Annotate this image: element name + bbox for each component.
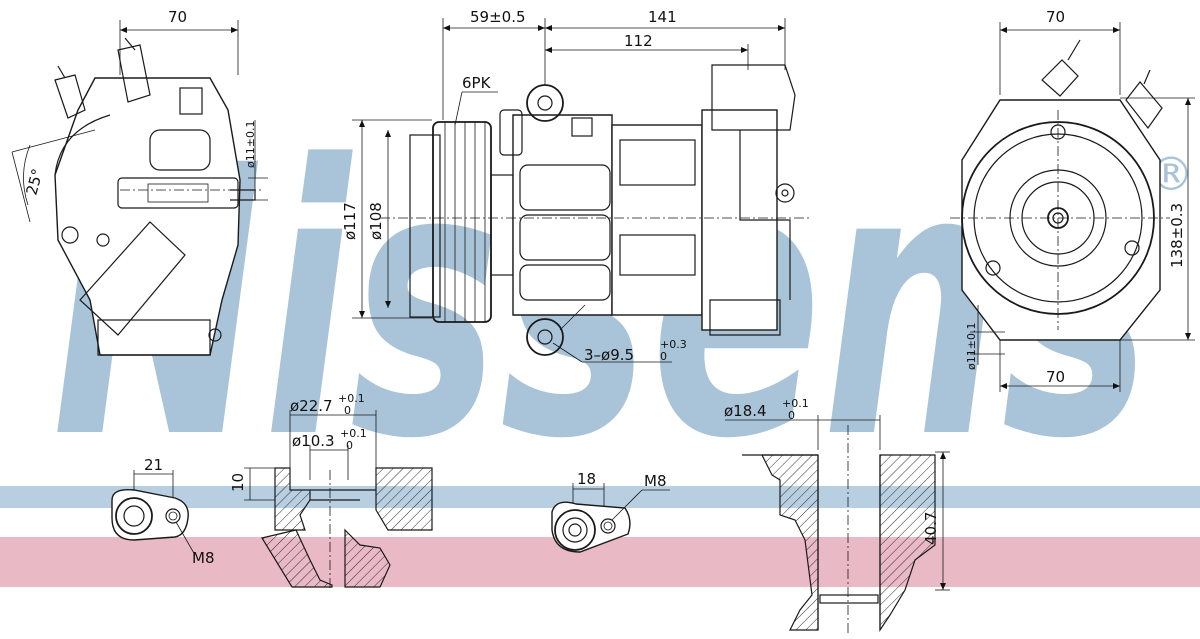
center-dim-112: 112 [624, 32, 653, 50]
right-dim-boss: ø11±0.1 [965, 323, 978, 370]
right-dim-70: 70 [1046, 8, 1065, 26]
right-dim-138: 138±0.3 [1168, 203, 1186, 268]
port2-thread: M8 [644, 472, 667, 490]
holes-tol-up: +0.3 [660, 338, 687, 351]
center-dim-59: 59±0.5 [470, 8, 526, 26]
section1-dia-inner-tol-up: +0.1 [340, 427, 367, 440]
center-dia-117: ø117 [341, 202, 359, 240]
center-dia-108: ø108 [367, 202, 385, 240]
port-detail-2: 18 M8 [551, 470, 670, 553]
section1-dia-outer: ø22.7 [290, 397, 333, 415]
port2-dim-18: 18 [577, 470, 596, 488]
section2-dia-tol-up: +0.1 [782, 397, 809, 410]
section1-dia-outer-tol-up: +0.1 [338, 392, 365, 405]
holes-tol-low: 0 [660, 350, 667, 363]
left-dim-70: 70 [168, 8, 187, 26]
section1-depth: 10 [229, 473, 247, 492]
left-view: 70 ø11±0.1 25° [11, 8, 268, 356]
section2-height: 40.7 [922, 512, 940, 545]
port1-dim-21: 21 [144, 456, 163, 474]
section1-dia-inner-tol-low: 0 [346, 439, 353, 452]
section2-dia: ø18.4 [724, 402, 767, 420]
holes-callout: 3–ø9.5 [584, 346, 634, 364]
section-detail-2: ø18.4 +0.1 0 40.7 [724, 397, 950, 635]
pulley-label: 6PK [462, 74, 492, 92]
port1-thread: M8 [192, 549, 215, 567]
right-view: 70 138±0.3 ø11±0.1 70 [950, 8, 1195, 392]
center-dim-141: 141 [648, 8, 677, 26]
section2-dia-tol-low: 0 [788, 409, 795, 422]
left-dim-angle: 25° [22, 167, 46, 197]
section-detail-1: ø22.7 +0.1 0 ø10.3 +0.1 0 10 [229, 392, 433, 590]
center-view: 59±0.5 141 112 6PK [341, 8, 810, 364]
left-dim-boss: ø11±0.1 [244, 121, 257, 168]
right-dim-70-bottom: 70 [1046, 368, 1065, 386]
section1-dia-outer-tol-low: 0 [344, 404, 351, 417]
section1-dia-inner: ø10.3 [292, 432, 335, 450]
pink-band [0, 537, 1200, 587]
port-detail-1: 21 M8 [111, 456, 215, 567]
